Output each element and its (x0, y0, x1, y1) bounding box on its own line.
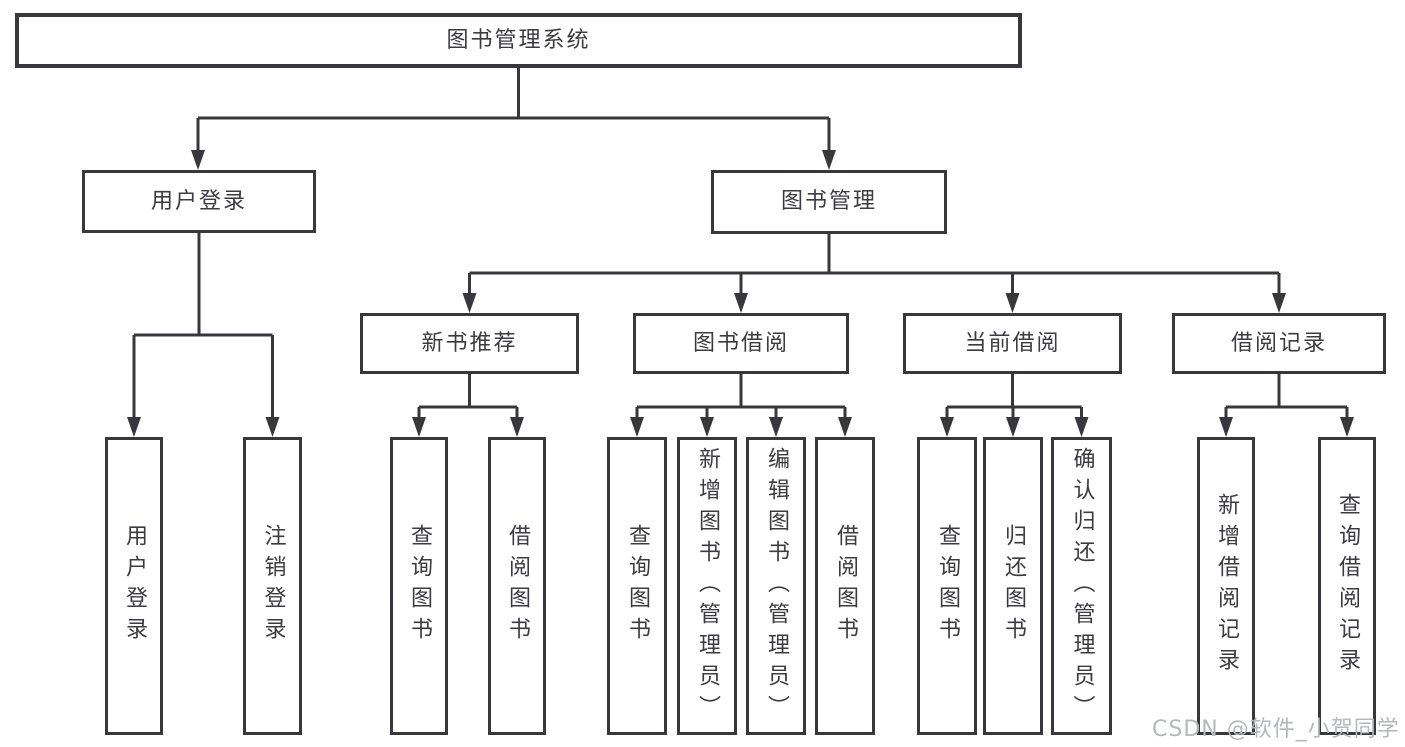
leaf-add-book-admin: 新增图书（管理员） (677, 437, 737, 735)
csdn-watermark: CSDN @软件_小贺同学 (1152, 717, 1400, 742)
node-book-management: 图书管理 (711, 170, 947, 234)
node-library-system: 图书管理系统 (15, 13, 1022, 68)
node-current-borrow: 当前借阅 (903, 313, 1122, 374)
node-user-login: 用户登录 (82, 170, 316, 233)
leaf-query-books-borrow: 查询图书 (607, 437, 667, 735)
node-borrow-records: 借阅记录 (1172, 313, 1386, 374)
leaf-return-book: 归还图书 (983, 437, 1043, 735)
leaf-query-books-recommend: 查询图书 (390, 437, 448, 735)
leaf-borrow-books: 借阅图书 (815, 437, 875, 735)
leaf-logout: 注销登录 (243, 437, 302, 735)
node-book-borrow: 图书借阅 (633, 313, 849, 374)
node-new-book-recommend: 新书推荐 (360, 313, 579, 374)
leaf-add-borrow-record: 新增借阅记录 (1197, 437, 1255, 735)
leaf-borrow-books-recommend: 借阅图书 (488, 437, 546, 735)
leaf-query-books-current: 查询图书 (917, 437, 977, 735)
leaf-user-login: 用户登录 (105, 437, 163, 735)
leaf-confirm-return-admin: 确认归还（管理员） (1051, 437, 1112, 735)
leaf-query-borrow-record: 查询借阅记录 (1318, 437, 1376, 735)
leaf-edit-book-admin: 编辑图书（管理员） (746, 437, 806, 735)
